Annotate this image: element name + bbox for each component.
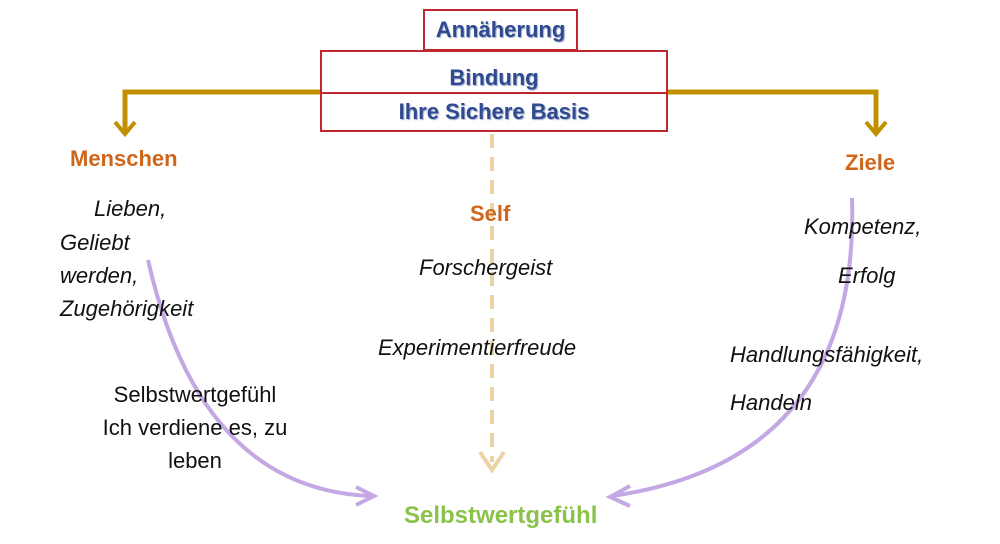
goals-item-success: Erfolg (838, 263, 896, 288)
left-connector-arrowhead (113, 120, 137, 138)
people-item-being: werden, (60, 263, 139, 288)
people-heading: Menschen (70, 146, 178, 171)
people-item-belonging: Zugehörigkeit (60, 296, 194, 321)
left-connector-arrow (122, 89, 322, 133)
self-worth-result: Selbstwertgefühl (404, 502, 598, 529)
approach-box: Annäherung (423, 9, 578, 51)
self-heading: Self (470, 201, 511, 226)
people-item-loved: Geliebt (60, 230, 130, 255)
bonding-label: Bindung (449, 65, 539, 90)
approach-label: Annäherung (435, 17, 566, 42)
center-dashed-arrowhead (478, 450, 506, 474)
goals-item-competence: Kompetenz, (804, 214, 922, 239)
self-worth-statement: Selbstwertgefühl Ich verdiene es, zu leb… (60, 378, 330, 477)
self-item-experimenting: Experimentierfreude (378, 335, 577, 360)
self-worth-line-3: leben (168, 448, 222, 473)
right-curve-arrow (611, 197, 855, 498)
goals-heading: Ziele (845, 150, 896, 175)
self-worth-line-1: Selbstwertgefühl (113, 382, 277, 407)
left-curve-arrow (146, 259, 373, 498)
secure-base-label: Ihre Sichere Basis (398, 99, 590, 124)
bonding-box: Bindung (320, 50, 668, 94)
right-connector-arrowhead (864, 120, 888, 138)
left-curve-arrowhead (355, 485, 379, 507)
secure-base-box: Ihre Sichere Basis (320, 92, 668, 132)
right-curve-arrowhead (605, 484, 631, 508)
right-connector-arrow (666, 89, 879, 133)
self-worth-line-2: Ich verdiene es, zu (102, 415, 288, 440)
self-item-curiosity: Forschergeist (419, 255, 553, 280)
people-item-love: Lieben, (94, 196, 167, 221)
goals-item-agency: Handlungsfähigkeit, (730, 342, 924, 367)
goals-item-acting: Handeln (730, 390, 812, 415)
